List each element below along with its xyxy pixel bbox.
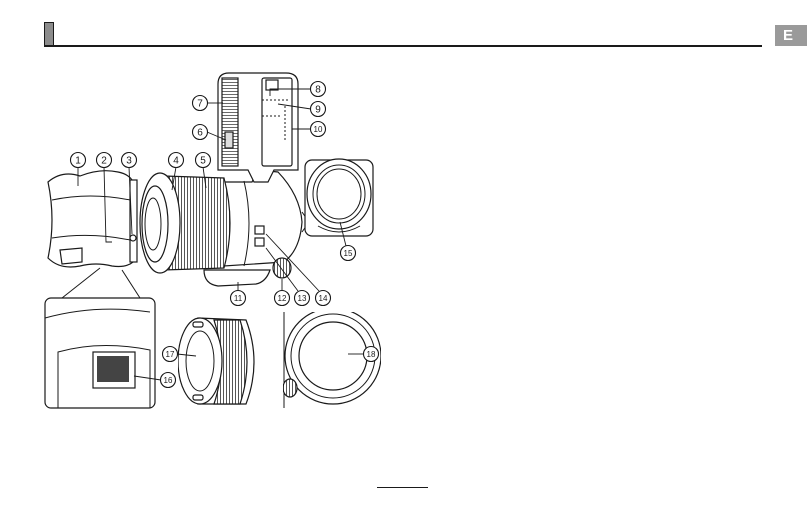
callout-number: 15 — [344, 249, 353, 258]
hood-detail-inset — [45, 268, 155, 408]
hood-window-glass — [97, 356, 129, 382]
callout-number: 7 — [197, 99, 203, 110]
lens-body — [224, 170, 302, 266]
callout-number: 10 — [314, 125, 323, 134]
callout-number: 13 — [298, 294, 307, 303]
callout-number: 8 — [315, 85, 321, 96]
callout-number: 1 — [75, 156, 81, 167]
hood-release-button — [130, 235, 136, 241]
callout-number: 3 — [126, 156, 132, 167]
lens-hood — [48, 171, 137, 267]
callout-number: 18 — [367, 350, 376, 359]
callout-number: 17 — [166, 350, 175, 359]
lens-barrel — [140, 170, 302, 286]
callout-number: 11 — [234, 294, 243, 303]
callout-number: 6 — [197, 128, 203, 139]
hood-window — [60, 248, 82, 264]
callout-number: 14 — [319, 294, 328, 303]
callout-number: 5 — [200, 156, 206, 167]
switch-lower — [255, 238, 264, 246]
mount-inset — [302, 159, 373, 236]
callout-number: 4 — [173, 156, 179, 167]
callout-number: 9 — [315, 105, 321, 116]
focus-switch — [225, 132, 233, 148]
callout-12: 12 — [275, 279, 290, 306]
callout-number: 2 — [101, 156, 107, 167]
rear-cap — [299, 322, 367, 390]
front-cap-view — [178, 318, 254, 404]
callout-number: 16 — [164, 376, 173, 385]
tripod-foot — [204, 270, 270, 286]
callout-number: 12 — [278, 294, 287, 303]
front-element — [142, 186, 168, 262]
focus-ring — [222, 78, 238, 166]
switch-upper — [255, 226, 264, 234]
